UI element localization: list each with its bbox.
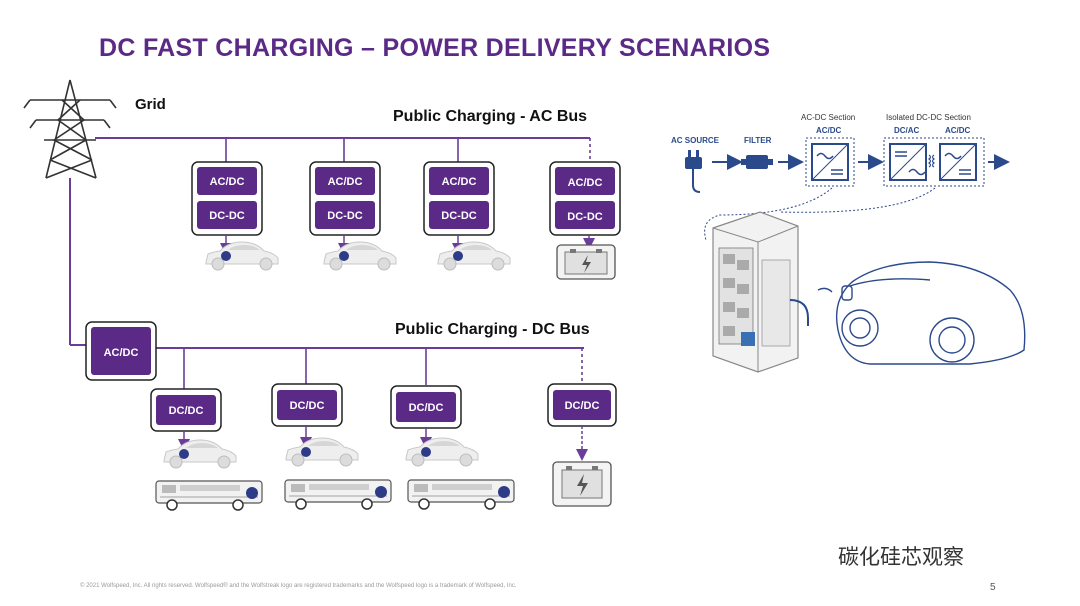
- station-2-bottom-label: DC-DC: [327, 210, 362, 222]
- electric-car-icon: [285, 437, 359, 467]
- dc-station-3-label: DC/DC: [409, 402, 444, 414]
- station-4-bottom-label: DC-DC: [567, 211, 602, 223]
- station-1-bottom-label: DC-DC: [209, 210, 244, 222]
- page-title: DC FAST CHARGING – POWER DELIVERY SCENAR…: [99, 34, 771, 62]
- station-3-top-label: AC/DC: [442, 176, 477, 188]
- dcac-label: DC/AC: [894, 126, 920, 135]
- filter-icon: [741, 155, 773, 169]
- grid-label: Grid: [135, 96, 166, 113]
- dc-bus-station-1: DC/DC: [150, 388, 263, 511]
- station-2-top-label: AC/DC: [328, 176, 363, 188]
- charger-schematic: AC SOURCE FILTER AC-DC Section AC/DC Iso…: [671, 113, 1026, 373]
- car-outline-icon: [817, 261, 1026, 365]
- dc-bus-station-2: DC/DC: [271, 383, 392, 510]
- electric-car-icon: [405, 437, 479, 467]
- electric-car-icon: [163, 439, 237, 469]
- dc-station-4-label: DC/DC: [565, 400, 600, 412]
- station-1-top-label: AC/DC: [210, 176, 245, 188]
- ac-bus-lines: [69, 137, 591, 349]
- ac-bus-station-4: AC/DC DC-DC: [549, 161, 621, 280]
- dc-bus-station-3: DC/DC: [390, 385, 515, 510]
- ac-bus-station-3: AC/DC DC-DC: [423, 161, 511, 271]
- acdc2-label: AC/DC: [945, 126, 971, 135]
- transmission-tower-icon: [23, 79, 117, 179]
- station-3-bottom-label: DC-DC: [441, 210, 476, 222]
- electric-car-icon: [437, 241, 511, 271]
- ac-source-label: AC SOURCE: [671, 136, 720, 145]
- dc-station-1-label: DC/DC: [169, 405, 204, 417]
- electric-bus-icon: [155, 480, 263, 511]
- electric-bus-icon: [284, 479, 392, 510]
- dc-station-2-label: DC/DC: [290, 400, 325, 412]
- page-number: 5: [990, 582, 996, 593]
- transformer-icon: [927, 154, 936, 168]
- acdc-section-title: AC-DC Section: [801, 113, 855, 122]
- dcac-converter-icon: [889, 143, 927, 181]
- dc-bus-label: Public Charging - DC Bus: [395, 321, 590, 338]
- ac-bus-station-1: AC/DC DC-DC: [191, 161, 279, 271]
- acdc-label: AC/DC: [816, 126, 842, 135]
- electric-car-icon: [205, 241, 279, 271]
- electric-car-icon: [323, 241, 397, 271]
- ac-bus-label: Public Charging - AC Bus: [393, 108, 588, 125]
- ac-bus-station-2: AC/DC DC-DC: [309, 161, 397, 271]
- acdc-converter-icon: [811, 143, 849, 181]
- watermark-text: 碳化硅芯观察: [838, 545, 964, 569]
- dc-bus-drops: [183, 348, 583, 389]
- dc-bus-front-converter: AC/DC: [85, 321, 157, 381]
- electric-bus-icon: [407, 479, 515, 510]
- acdc2-converter-icon: [939, 143, 977, 181]
- dc-front-label: AC/DC: [104, 347, 139, 359]
- copyright-footer: © 2021 Wolfspeed, Inc. All rights reserv…: [80, 583, 517, 589]
- dc-bus-station-4: DC/DC: [547, 383, 617, 507]
- isolated-section-title: Isolated DC-DC Section: [886, 113, 971, 122]
- battery-icon: [556, 244, 616, 280]
- station-4-top-label: AC/DC: [568, 177, 603, 189]
- charger-cabinet-icon: [712, 211, 809, 373]
- plug-icon: [685, 150, 702, 193]
- filter-label: FILTER: [744, 136, 772, 145]
- battery-icon: [552, 461, 612, 507]
